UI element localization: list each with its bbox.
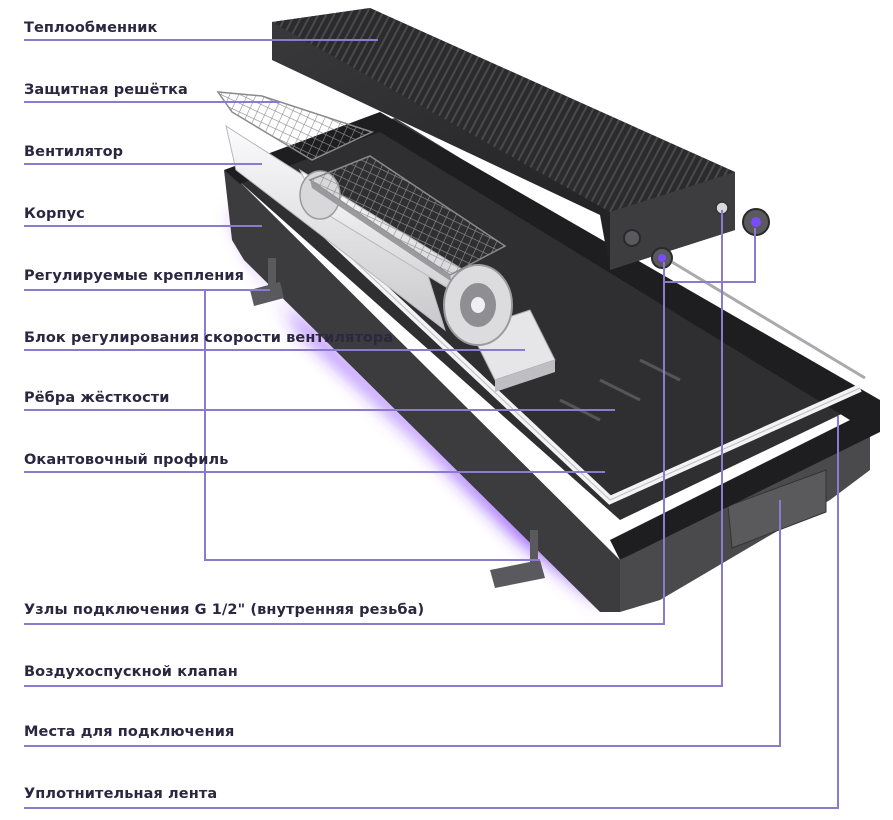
label-fan-speed-control-unit: Блок регулирования скорости вентилятора	[24, 330, 394, 346]
label-stiffening-ribs: Рёбра жёсткости	[24, 390, 170, 406]
heat-exchanger	[272, 8, 866, 380]
label-air-vent-valve: Воздухоспускной клапан	[24, 664, 238, 680]
leader-line-air-vent-valve	[24, 210, 723, 687]
protective-grille	[216, 91, 507, 282]
label-fan: Вентилятор	[24, 144, 124, 160]
label-heat-exchanger: Теплообменник	[24, 20, 158, 36]
leader-line-adjustable-mounts	[24, 289, 540, 561]
label-connection-nodes: Узлы подключения G 1/2" (внутренняя резь…	[24, 602, 425, 618]
leader-line-sealing-tape	[24, 416, 839, 809]
leader-lines	[24, 39, 839, 809]
leader-line-connection-nodes-branch	[664, 228, 756, 283]
label-adjustable-mounts: Регулируемые крепления	[24, 268, 244, 284]
label-edging-profile: Окантовочный профиль	[24, 452, 229, 468]
label-protective-grille: Защитная решётка	[24, 82, 188, 98]
adjustable-mounts	[250, 258, 545, 588]
edging-profile	[297, 207, 862, 505]
label-housing: Корпус	[24, 206, 85, 222]
label-connection-points: Места для подключения	[24, 724, 235, 740]
leader-line-connection-nodes	[24, 262, 665, 625]
label-sealing-tape: Уплотнительная лента	[24, 786, 218, 802]
housing	[224, 112, 880, 612]
leader-line-connection-points	[24, 500, 781, 747]
